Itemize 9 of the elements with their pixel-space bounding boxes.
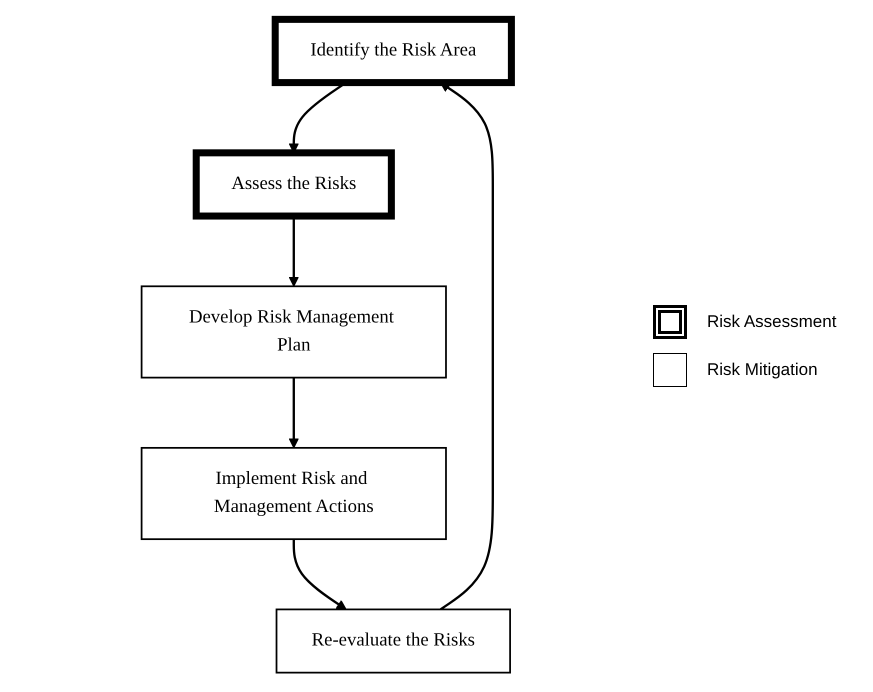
node-box: Implement Risk and Management Actions [140, 446, 447, 540]
node-box: Re-evaluate the Risks [276, 608, 511, 674]
node-box: Develop Risk Management Plan [140, 285, 447, 378]
arrow [288, 378, 299, 448]
legend-label: Risk Mitigation [707, 360, 818, 380]
node-box: Identify the Risk Area [272, 16, 515, 86]
node-box: Assess the Risks [192, 149, 395, 220]
arrow [292, 539, 347, 610]
legend-label: Risk Assessment [707, 312, 836, 332]
